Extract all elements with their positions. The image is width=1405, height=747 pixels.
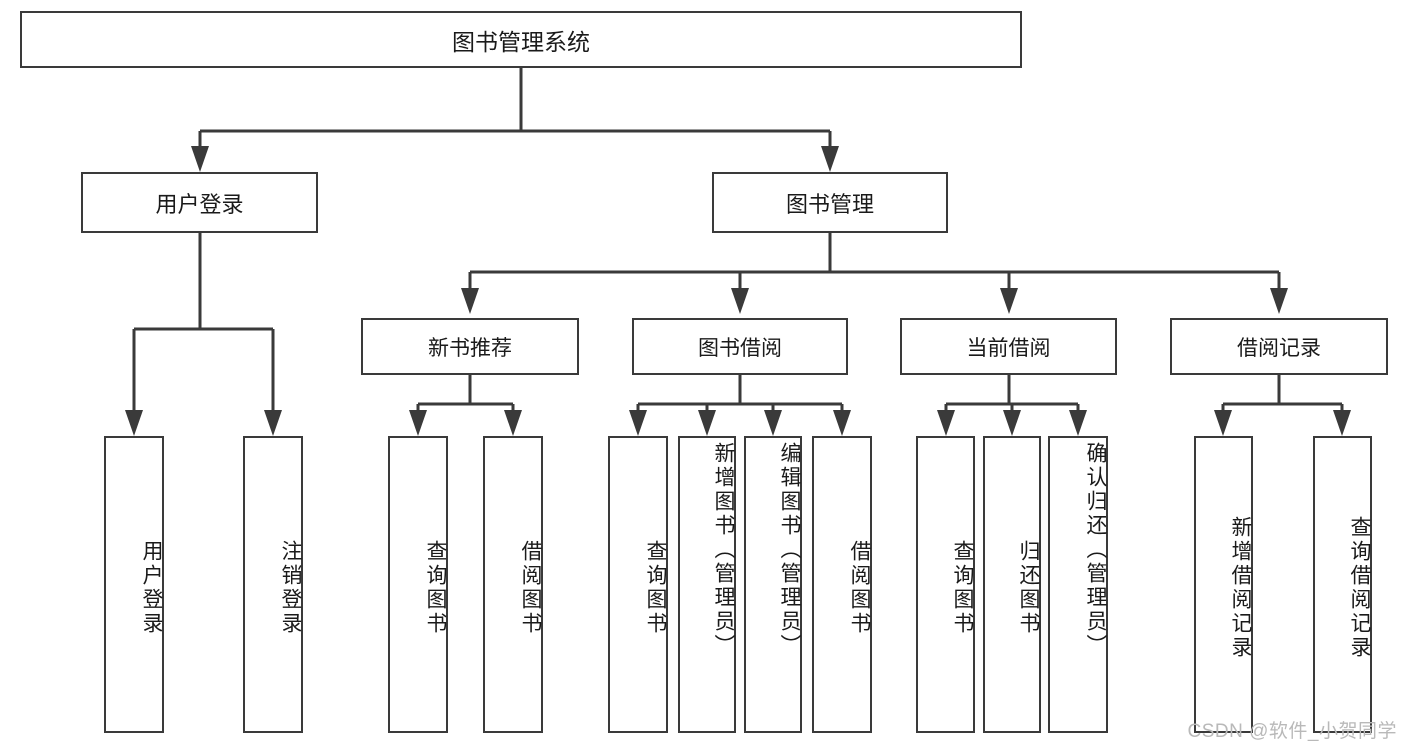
- leaf-add-book-admin[interactable]: 新增图书（管理员）: [678, 436, 736, 733]
- leaf-user-login[interactable]: 用户登录: [104, 436, 164, 733]
- node-borrow-record[interactable]: 借阅记录: [1170, 318, 1388, 375]
- node-label: 确认归还（管理员）: [1084, 442, 1107, 658]
- leaf-query-book-recommend[interactable]: 查询图书: [388, 436, 448, 733]
- node-label: 编辑图书（管理员）: [778, 442, 801, 658]
- leaf-confirm-return-admin[interactable]: 确认归还（管理员）: [1048, 436, 1108, 733]
- node-label: 查询借阅记录: [1348, 515, 1371, 660]
- node-user-login[interactable]: 用户登录: [81, 172, 318, 233]
- node-label: 新增图书（管理员）: [712, 442, 735, 658]
- node-label: 当前借阅: [966, 336, 1051, 360]
- leaf-return-book[interactable]: 归还图书: [983, 436, 1041, 733]
- node-label: 借阅图书: [519, 539, 542, 636]
- node-current-borrow[interactable]: 当前借阅: [900, 318, 1117, 375]
- leaf-query-borrow-record[interactable]: 查询借阅记录: [1313, 436, 1372, 733]
- leaf-edit-book-admin[interactable]: 编辑图书（管理员）: [744, 436, 802, 733]
- node-book-management[interactable]: 图书管理: [712, 172, 948, 233]
- node-label: 查询图书: [644, 539, 667, 636]
- node-label: 新增借阅记录: [1229, 515, 1252, 660]
- node-label: 查询图书: [424, 539, 447, 636]
- leaf-borrow-book-recommend[interactable]: 借阅图书: [483, 436, 543, 733]
- csdn-watermark: CSDN @软件_小贺同学: [1187, 721, 1397, 742]
- node-label: 图书管理系统: [452, 28, 590, 55]
- leaf-query-book-current[interactable]: 查询图书: [916, 436, 975, 733]
- node-new-book-recommend[interactable]: 新书推荐: [361, 318, 579, 375]
- node-label: 归还图书: [1017, 539, 1040, 636]
- node-label: 图书借阅: [698, 336, 782, 360]
- leaf-borrow-book[interactable]: 借阅图书: [812, 436, 872, 733]
- node-root-library-system[interactable]: 图书管理系统: [20, 11, 1022, 68]
- node-book-borrow[interactable]: 图书借阅: [632, 318, 848, 375]
- node-label: 借阅图书: [848, 539, 871, 636]
- node-label: 新书推荐: [428, 336, 512, 360]
- node-label: 用户登录: [155, 191, 244, 217]
- node-label: 用户登录: [140, 539, 163, 636]
- leaf-query-book-borrow[interactable]: 查询图书: [608, 436, 668, 733]
- node-label: 注销登录: [279, 539, 302, 636]
- leaf-logout-login[interactable]: 注销登录: [243, 436, 303, 733]
- node-label: 借阅记录: [1237, 336, 1321, 360]
- leaf-add-borrow-record[interactable]: 新增借阅记录: [1194, 436, 1253, 733]
- node-label: 图书管理: [785, 191, 874, 217]
- node-label: 查询图书: [951, 539, 974, 636]
